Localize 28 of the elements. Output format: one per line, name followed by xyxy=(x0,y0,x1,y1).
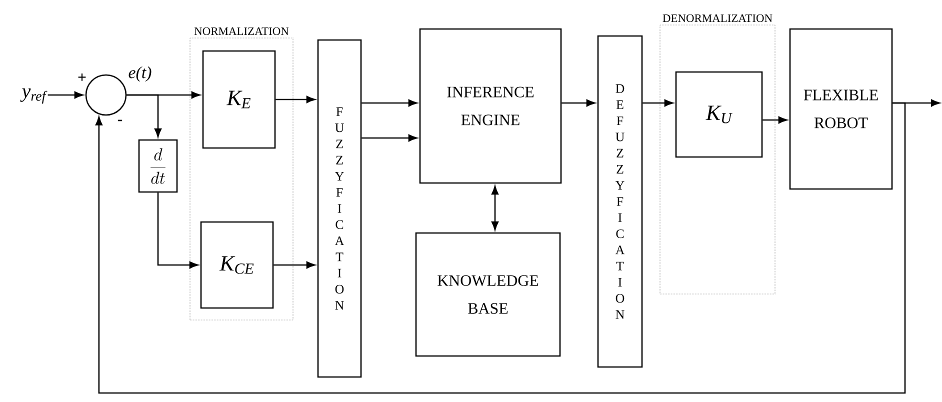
block-box: K$_{E}$ xyxy=(202,50,276,149)
block-box: KNOWLEDGE BASE xyxy=(415,232,561,357)
node-label: DENORMALIZATION xyxy=(662,14,772,22)
vertical-text-bar: FUZZYFICATION xyxy=(317,39,362,378)
vertical-text-bar: DEFUZZYFICATION xyxy=(597,35,643,368)
derivative-box: $\frac{d}{dt}$ xyxy=(138,139,178,193)
sign-label: + xyxy=(78,74,86,81)
block-box: K$_{U}$ xyxy=(675,71,763,158)
arrow xyxy=(276,96,316,104)
summing-junction xyxy=(85,74,127,116)
input-label: y$_{ref}$ xyxy=(20,88,48,104)
arrow xyxy=(642,99,674,107)
arrow xyxy=(48,91,84,99)
block-box: K$_{CE}$ xyxy=(200,221,274,309)
node-label: NORMALIZATION xyxy=(194,27,289,36)
arrow xyxy=(362,99,418,107)
arrow xyxy=(762,116,788,124)
arrow xyxy=(126,94,162,138)
arrow xyxy=(95,102,906,394)
block-box: INFERENCE ENGINE xyxy=(419,28,562,184)
block-box: FLEXIBLE ROBOT xyxy=(789,28,893,190)
arrow xyxy=(362,134,418,142)
arrow xyxy=(562,99,596,107)
arrow xyxy=(491,186,499,230)
arrow xyxy=(274,261,316,269)
sign-label: - xyxy=(118,120,122,122)
arrow xyxy=(157,192,198,269)
edge-label: e(t) xyxy=(127,65,153,83)
